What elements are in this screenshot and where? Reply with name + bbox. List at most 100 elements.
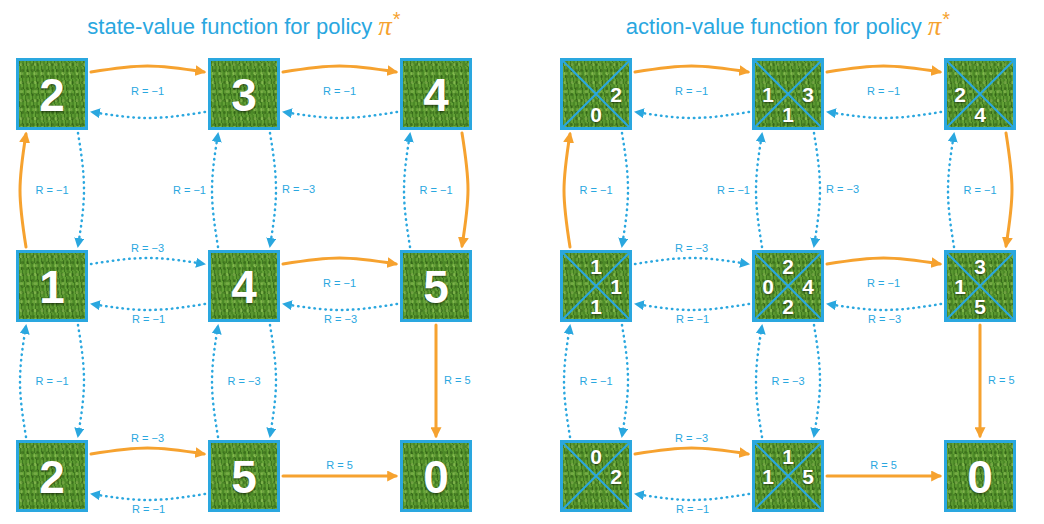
- divider-line: [563, 253, 629, 319]
- transition-arrow: [78, 325, 84, 436]
- transition-arrow: [814, 325, 820, 436]
- state-cell: 0: [944, 440, 1016, 512]
- reward-label: R = −1: [130, 313, 167, 326]
- reward-label: R = −1: [129, 85, 166, 98]
- transition-arrow: [92, 304, 205, 310]
- action-cell: 111: [560, 250, 632, 322]
- reward-label: R = 5: [442, 374, 473, 387]
- transition-arrow: [814, 133, 820, 246]
- divider-line: [947, 61, 1013, 127]
- state-cell: 5: [208, 440, 280, 512]
- transition-arrow: [828, 112, 941, 118]
- state-cell: 2: [16, 440, 88, 512]
- reward-label: R = −3: [673, 432, 710, 445]
- optimal-transition: [635, 66, 748, 72]
- reward-label: R = −1: [171, 184, 208, 197]
- optimal-transition: [283, 66, 396, 72]
- reward-label: R = −3: [129, 242, 166, 255]
- transition-arrow: [284, 112, 397, 118]
- state-cell: 0: [400, 440, 472, 512]
- transition-arrow: [828, 304, 941, 310]
- divider-line: [563, 443, 629, 509]
- policy-symbol: π: [928, 13, 942, 40]
- transition-arrow: [756, 134, 762, 247]
- transition-arrow: [622, 325, 628, 436]
- optimal-marker: *: [942, 9, 950, 29]
- divider-line: [755, 253, 821, 319]
- transition-arrow: [92, 494, 205, 500]
- reward-label: R = −1: [321, 85, 358, 98]
- reward-label: R = −3: [866, 313, 903, 326]
- action-value: 1: [782, 446, 794, 467]
- divider-line: [947, 61, 1013, 127]
- reward-label: R = −3: [673, 242, 710, 255]
- reward-label: R = 5: [868, 459, 899, 472]
- action-value: 0: [762, 276, 774, 297]
- reward-label: R = −1: [865, 277, 902, 290]
- optimal-transition: [979, 325, 982, 436]
- action-value: 2: [610, 84, 622, 105]
- reward-label: R = −1: [130, 503, 167, 516]
- optimal-transition: [827, 258, 940, 264]
- edge-group: [20, 66, 1012, 500]
- optimal-transition: [462, 133, 468, 246]
- optimal-transition: [91, 448, 204, 454]
- action-cell: 115: [752, 440, 824, 512]
- transition-arrow: [212, 134, 218, 247]
- optimal-transition: [827, 475, 940, 478]
- divider-line: [947, 253, 1013, 319]
- state-value: 0: [423, 454, 449, 500]
- reward-label: R = −1: [674, 503, 711, 516]
- divider-line: [563, 443, 629, 509]
- state-cell: 4: [400, 58, 472, 130]
- transition-arrow: [284, 304, 397, 310]
- transition-arrow: [212, 326, 218, 437]
- reward-label: R = −3: [824, 183, 861, 196]
- action-value: 5: [802, 466, 814, 487]
- action-value: 2: [782, 256, 794, 277]
- transition-arrow: [92, 112, 205, 118]
- action-value: 1: [954, 276, 966, 297]
- transition-arrow: [270, 133, 276, 246]
- action-cell: 2042: [752, 250, 824, 322]
- optimal-transition: [91, 66, 204, 72]
- action-value: 1: [762, 84, 774, 105]
- action-value: 1: [610, 276, 622, 297]
- panel-title: action-value function for policy: [626, 16, 922, 38]
- panel-title: state-value function for policy: [87, 16, 372, 38]
- action-value: 1: [590, 256, 602, 277]
- transition-arrow: [636, 304, 749, 310]
- optimal-transition: [564, 134, 570, 247]
- transition-arrow: [270, 325, 276, 436]
- optimal-transition: [283, 258, 396, 264]
- optimal-transition: [827, 66, 940, 72]
- state-cell: 1: [16, 250, 88, 322]
- action-value: 1: [762, 466, 774, 487]
- state-value: 2: [39, 454, 65, 500]
- state-value: 2: [39, 72, 65, 118]
- reward-label: R = −1: [673, 85, 710, 98]
- reward-label: R = −3: [129, 432, 166, 445]
- divider-line: [563, 253, 629, 319]
- optimal-transition: [635, 448, 748, 454]
- divider-line: [563, 61, 629, 127]
- optimal-transition: [283, 475, 396, 478]
- reward-label: R = −3: [322, 313, 359, 326]
- state-cell: 2: [16, 58, 88, 130]
- state-value: 4: [423, 72, 449, 118]
- reward-label: R = 5: [986, 374, 1017, 387]
- reward-label: R = −3: [225, 375, 262, 388]
- divider-line: [755, 443, 821, 509]
- action-value: 4: [802, 276, 814, 297]
- transition-arrow: [78, 133, 84, 246]
- policy-symbol: π: [378, 13, 392, 40]
- transition-arrow: [622, 133, 628, 246]
- action-value: 2: [782, 296, 794, 317]
- action-value: 5: [974, 296, 986, 317]
- action-value: 2: [954, 84, 966, 105]
- transition-arrow: [948, 134, 954, 247]
- state-value: 4: [231, 264, 257, 310]
- action-value: 0: [590, 104, 602, 125]
- transition-arrow: [636, 494, 749, 500]
